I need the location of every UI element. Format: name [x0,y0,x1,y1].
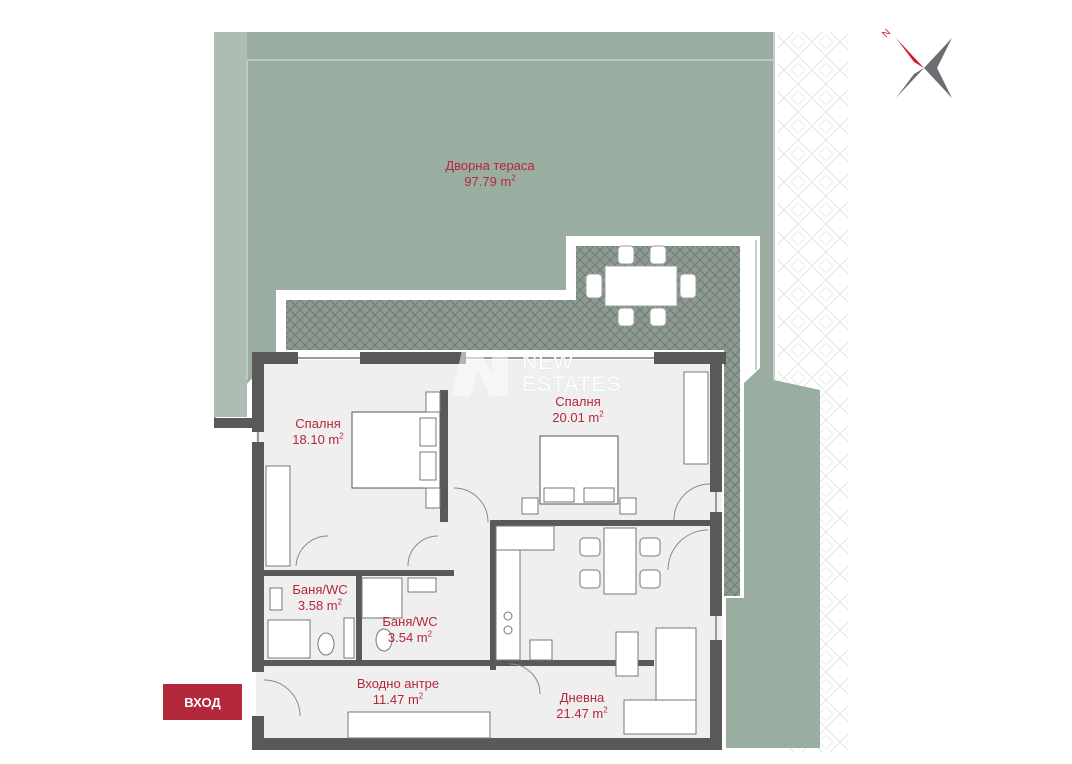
label-bedroom-2: Спалня 20.01 m2 [552,394,604,425]
sofa [615,627,697,735]
brand-name: NEW ESTATES [522,351,622,396]
walls [214,352,726,750]
dining-table [579,527,661,595]
entrance-label: ВХОД [163,684,242,720]
brand-logo [452,350,508,396]
door-swings [263,483,711,717]
label-bathroom-2: Баня/WC 3.54 m2 [382,614,438,645]
window-marks [257,357,717,640]
wardrobes [265,371,709,739]
outdoor-dining-set [585,245,697,327]
label-bathroom-1: Баня/WC 3.58 m2 [292,582,348,613]
label-living-room: Дневна 21.47 m2 [556,690,608,721]
label-bedroom-1: Спалня 18.10 m2 [292,416,344,447]
terrace-inner-border [246,59,774,380]
label-entrance-hall: Входно антре 11.47 m2 [356,676,440,707]
yard-terrace [214,32,820,748]
terrace-left-strip [214,32,247,417]
kitchen-units [495,525,555,661]
right-lower-strip [726,598,820,748]
bed-bedroom-2 [521,435,637,515]
compass-north-letter: N [880,27,893,40]
compass-icon [896,38,952,98]
terrace-right-lines [755,32,775,380]
label-yard-terrace: Дворна тераса 97.79 m2 [445,158,535,189]
bathroom-fixtures [267,577,437,659]
bed-bedroom-1 [351,391,441,509]
